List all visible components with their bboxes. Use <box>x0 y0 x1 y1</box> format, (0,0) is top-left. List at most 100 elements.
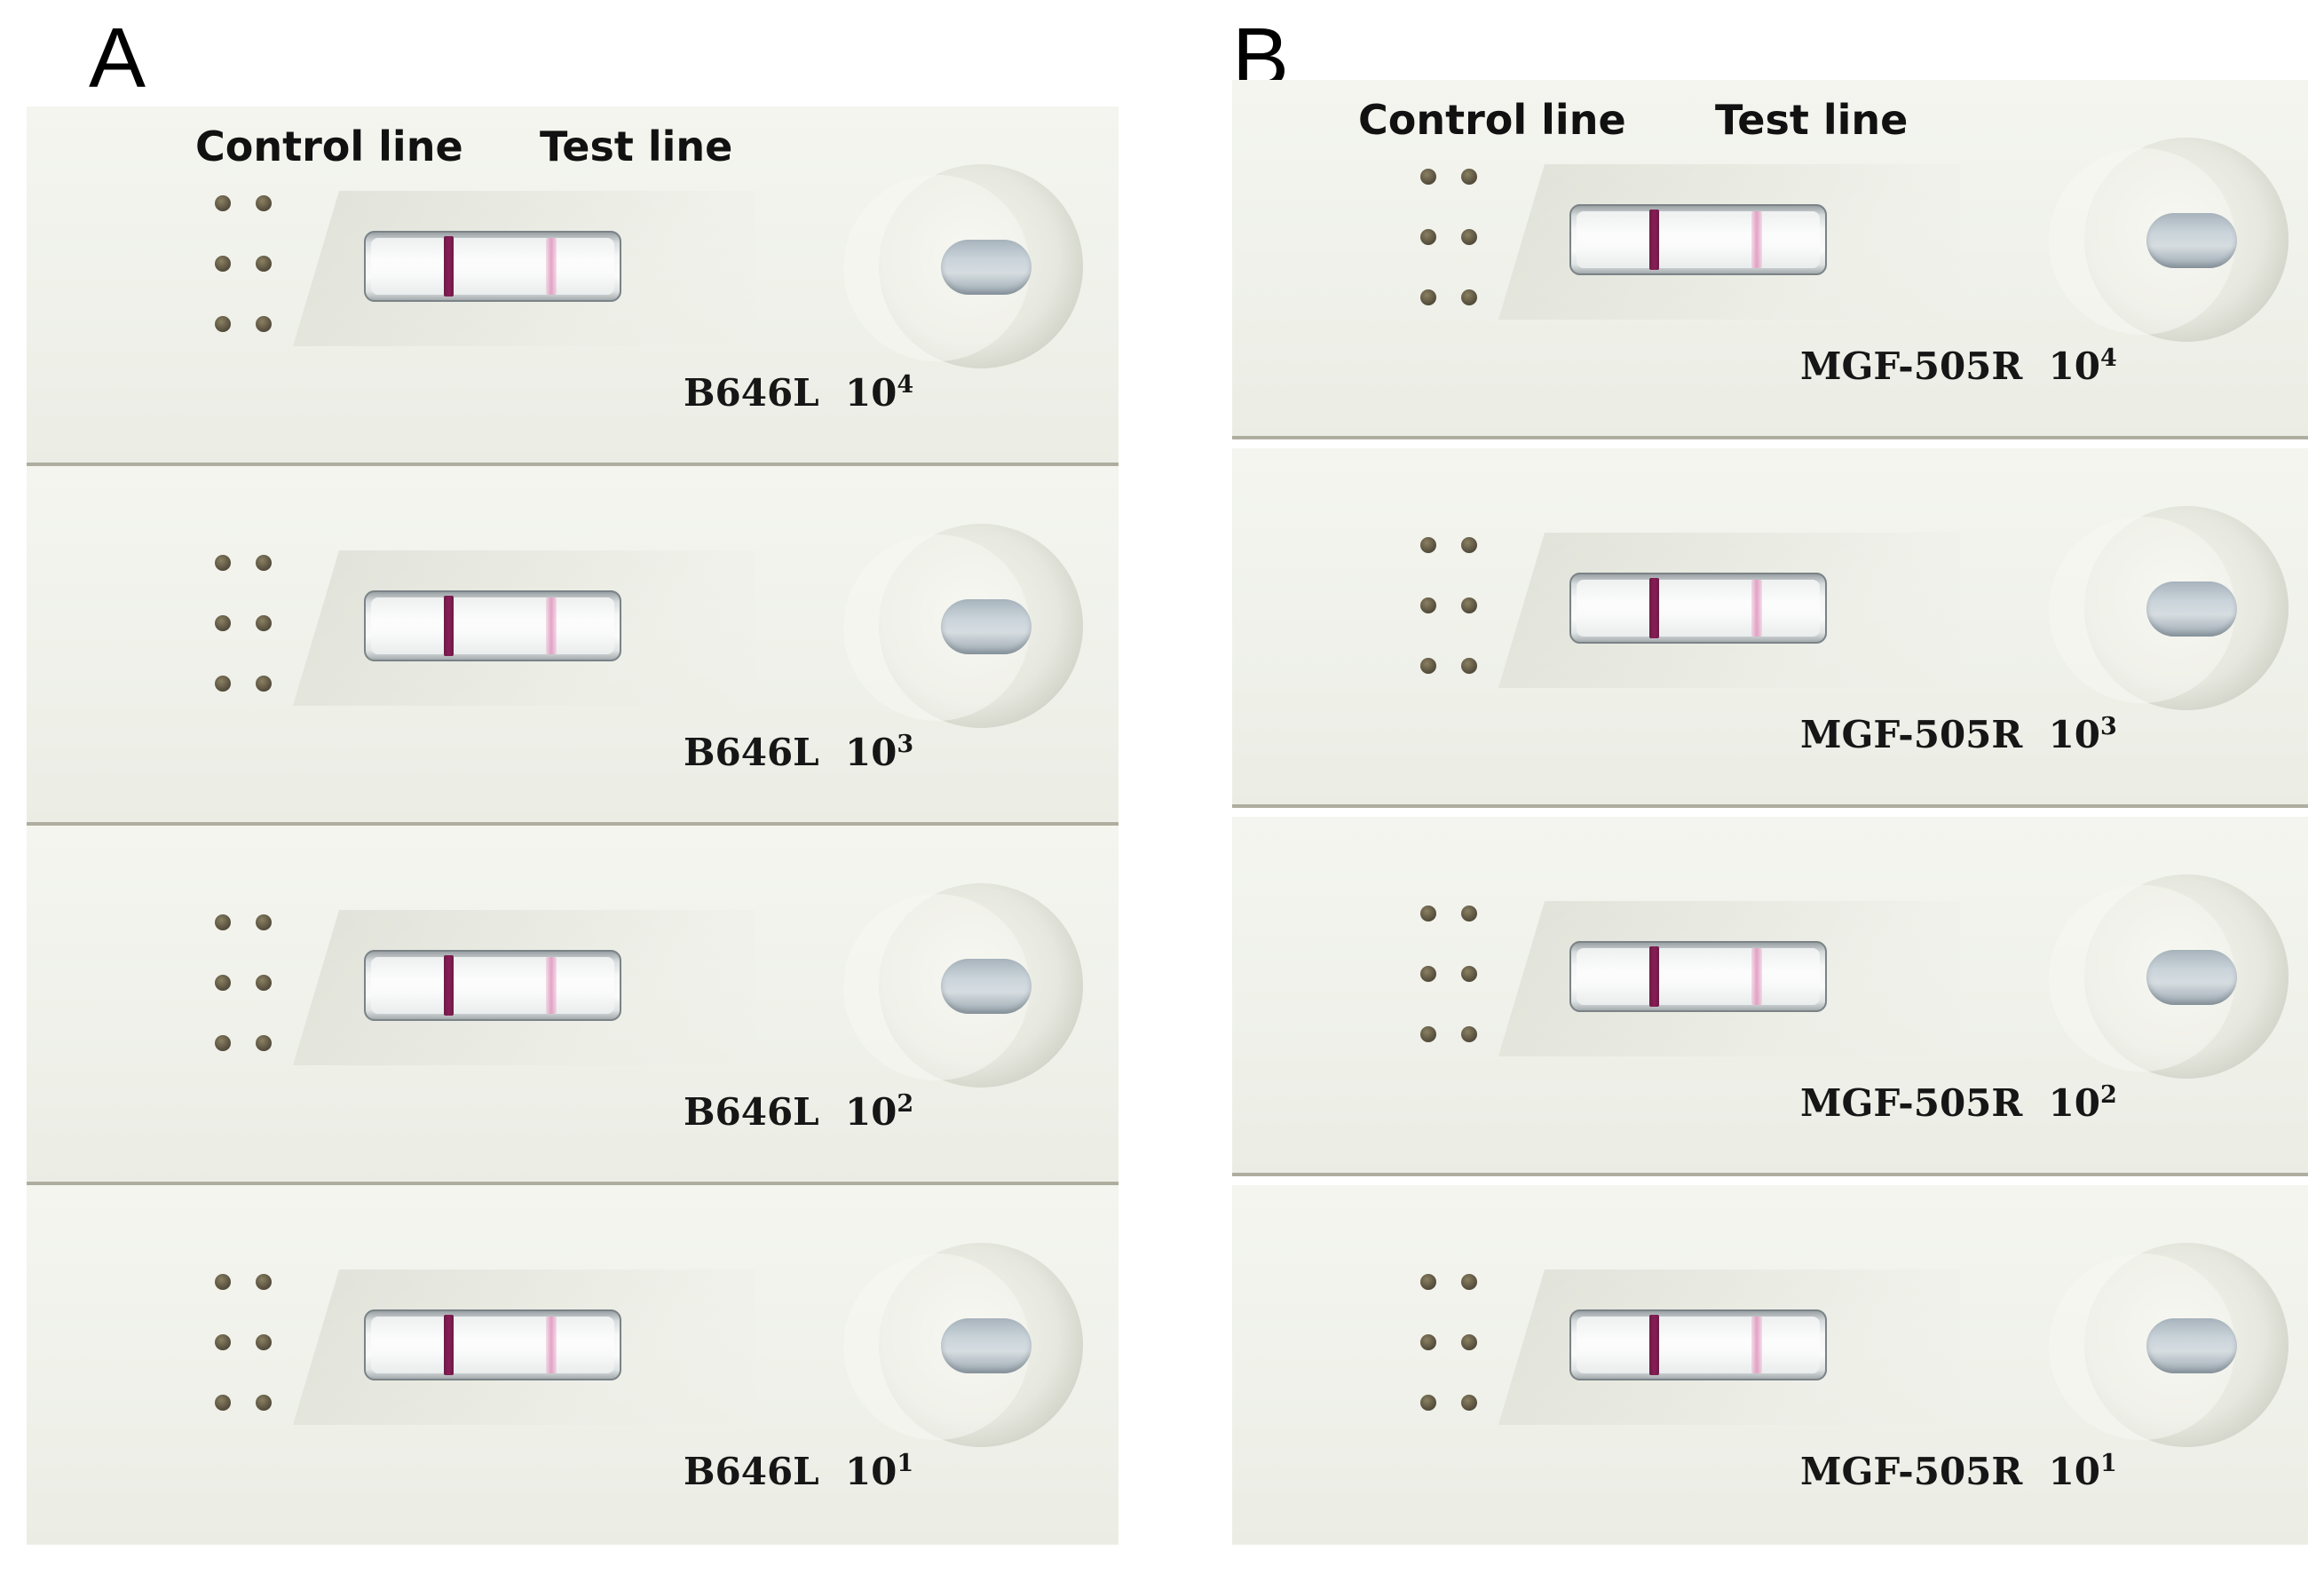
sample-pad <box>941 240 1032 295</box>
test-strip: B646L 104 <box>27 107 1119 466</box>
test-band <box>546 957 557 1014</box>
gene-name: B646L <box>684 1090 819 1134</box>
strip-label: MGF-505R 104 <box>1800 344 2117 388</box>
sample-pad <box>2146 581 2237 637</box>
copy-exponent: 3 <box>2100 713 2117 740</box>
test-band <box>1751 948 1762 1005</box>
dot-grid <box>215 1274 277 1416</box>
gene-name: B646L <box>684 371 819 415</box>
sample-pad <box>2146 213 2237 268</box>
control-band <box>1649 578 1659 638</box>
test-strip: MGF-505R 101 <box>1232 1185 2308 1545</box>
dot <box>215 676 231 692</box>
strip-label: MGF-505R 103 <box>1800 713 2117 756</box>
dot-grid <box>215 195 277 337</box>
copy-base: 10 <box>844 1090 897 1134</box>
dot <box>1461 289 1477 305</box>
dot <box>215 1274 231 1290</box>
control-line-label: Control line <box>195 123 463 170</box>
sample-well <box>843 883 1083 1088</box>
control-band <box>444 236 454 297</box>
test-strip: MGF-505R 103 <box>1232 448 2308 808</box>
dot-grid <box>215 555 277 697</box>
strip-label: B646L 102 <box>684 1090 913 1134</box>
dot-grid <box>1420 169 1482 311</box>
copy-exponent: 2 <box>897 1090 914 1118</box>
gene-name: B646L <box>684 731 819 774</box>
copy-base: 10 <box>2048 1450 2101 1493</box>
copy-base: 10 <box>2048 344 2101 388</box>
dot <box>1420 229 1436 245</box>
test-band <box>1751 1317 1762 1373</box>
dot <box>256 1334 272 1350</box>
copy-base: 10 <box>844 731 897 774</box>
sample-pad <box>2146 1318 2237 1373</box>
sample-well <box>843 1243 1083 1447</box>
sample-pad <box>941 1318 1032 1373</box>
result-window <box>1569 941 1827 1012</box>
dot <box>1461 537 1477 553</box>
gene-name: MGF-505R <box>1800 1450 2023 1493</box>
copy-exponent: 1 <box>2100 1450 2117 1477</box>
dot <box>215 1035 231 1051</box>
test-line-label: Test line <box>1715 96 1909 144</box>
dot <box>1461 1026 1477 1042</box>
dot-grid <box>215 914 277 1056</box>
sample-pad <box>941 599 1032 654</box>
gene-name: MGF-505R <box>1800 1081 2023 1125</box>
gene-name: B646L <box>684 1450 819 1493</box>
panel-letter: A <box>89 11 146 106</box>
result-window <box>364 1309 621 1380</box>
copy-base: 10 <box>2048 713 2101 756</box>
test-line-label: Test line <box>540 123 733 170</box>
dot <box>256 975 272 991</box>
gene-name: MGF-505R <box>1800 713 2023 756</box>
test-band <box>546 1317 557 1373</box>
copy-exponent: 1 <box>897 1450 914 1477</box>
copy-exponent: 4 <box>897 371 914 399</box>
sample-pad <box>941 959 1032 1014</box>
dot <box>256 1274 272 1290</box>
dot <box>1461 658 1477 674</box>
dot <box>1461 229 1477 245</box>
control-line-label: Control line <box>1358 96 1626 144</box>
dot <box>215 555 231 571</box>
dot <box>256 555 272 571</box>
strip-label: MGF-505R 101 <box>1800 1450 2117 1493</box>
dot-grid <box>1420 537 1482 679</box>
test-strip: B646L 103 <box>27 466 1119 826</box>
dot <box>256 1395 272 1411</box>
dot <box>1420 1026 1436 1042</box>
dot <box>1420 1395 1436 1411</box>
sample-well <box>2049 506 2288 710</box>
panel-a: A B646L 104 <box>27 0 1145 1582</box>
dot <box>215 316 231 332</box>
dot-grid <box>1420 1274 1482 1416</box>
sample-well <box>843 524 1083 728</box>
dot <box>256 256 272 272</box>
dot <box>215 975 231 991</box>
strip-label: B646L 104 <box>684 371 913 415</box>
copy-exponent: 2 <box>2100 1081 2117 1109</box>
dot <box>1420 1274 1436 1290</box>
test-strip: MGF-505R 102 <box>1232 817 2308 1176</box>
dot <box>1461 966 1477 982</box>
control-band <box>1649 210 1659 270</box>
dot <box>215 615 231 631</box>
sample-well <box>2049 874 2288 1079</box>
dot <box>1420 906 1436 922</box>
test-strip: MGF-505R 104 <box>1232 80 2308 439</box>
control-band <box>1649 1315 1659 1375</box>
test-band <box>546 597 557 654</box>
control-band <box>1649 946 1659 1007</box>
test-band <box>1751 580 1762 637</box>
dot <box>1420 597 1436 613</box>
dot <box>256 316 272 332</box>
dot <box>215 1395 231 1411</box>
dot <box>1461 169 1477 185</box>
sample-well <box>2049 138 2288 342</box>
dot <box>1461 1274 1477 1290</box>
test-band <box>546 238 557 295</box>
dot <box>1420 658 1436 674</box>
sample-well <box>2049 1243 2288 1447</box>
